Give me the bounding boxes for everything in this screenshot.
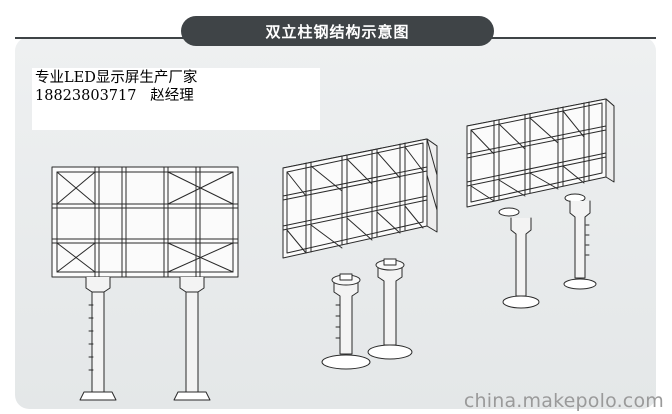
contact-box [32,68,320,130]
watermark-text: china.makepolo.com [463,390,664,412]
front-view-board [51,166,239,401]
perspective-board-left [282,138,438,370]
diagram-title: 双立柱钢结构示意图 [181,16,494,46]
perspective-board-right [466,98,615,309]
contact-phone-line: 18823803717 赵经理 [35,88,194,104]
contact-company-line: 专业LED显示屏生产厂家 [35,70,198,86]
